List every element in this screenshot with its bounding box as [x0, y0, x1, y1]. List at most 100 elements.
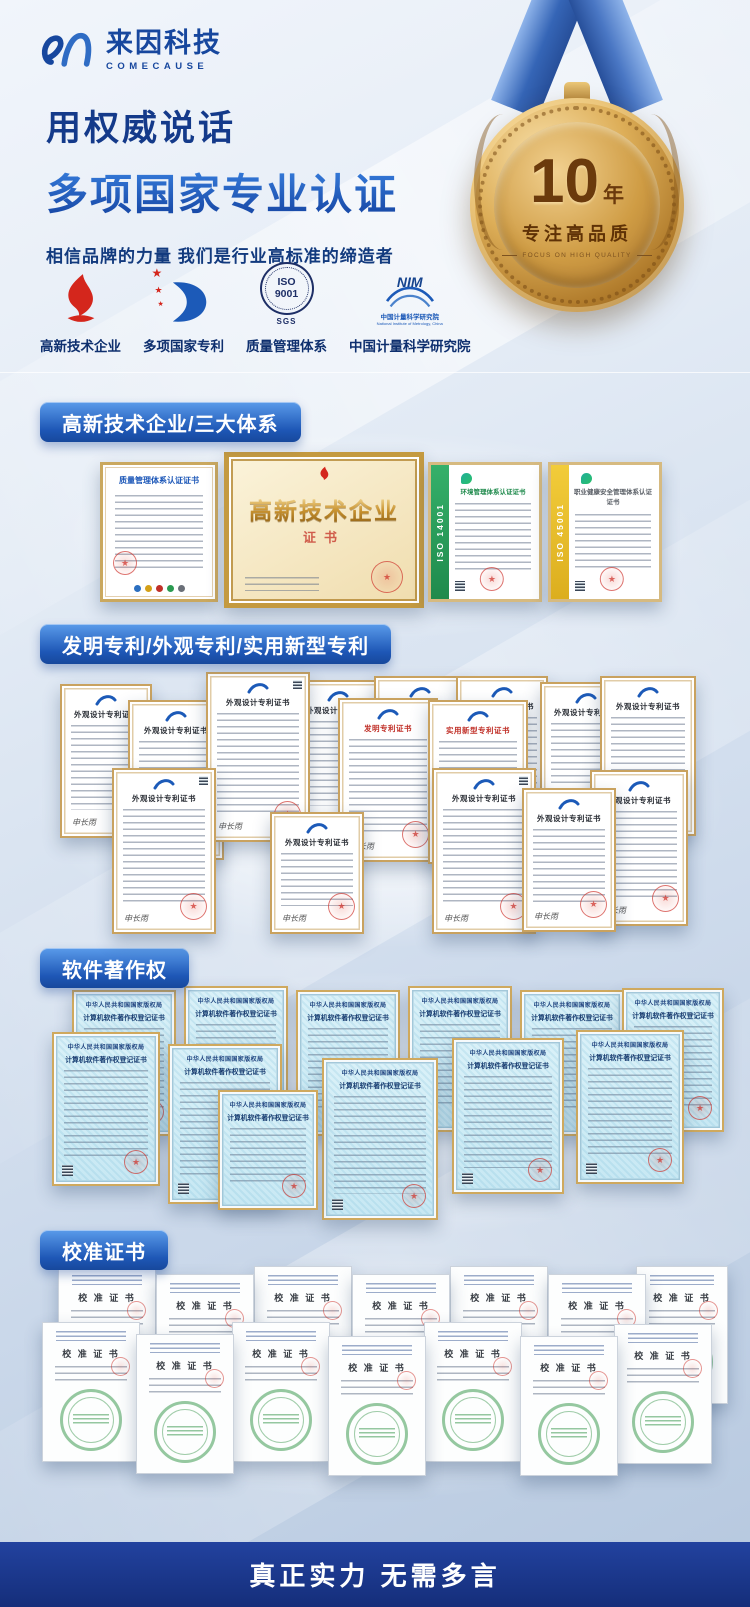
nim-green-watermark-icon — [346, 1403, 408, 1465]
medal-caption-en: FOCUS ON HIGH QUALITY — [502, 252, 651, 259]
qr-code — [575, 581, 585, 591]
cnipa-logo-icon — [94, 693, 118, 706]
nim-green-watermark-icon — [632, 1391, 694, 1453]
certificate-title: 质量管理体系认证证书 — [119, 476, 199, 485]
red-seal-icon — [652, 885, 679, 912]
certificate-title: 外观设计专利证书 — [132, 794, 196, 803]
nim-word: NIM — [396, 274, 423, 290]
certificate-header — [150, 1343, 220, 1353]
red-seal-icon — [282, 1174, 306, 1198]
certificate-header: 中华人民共和国国家版权局 — [67, 1045, 145, 1051]
qr-code — [178, 1183, 189, 1194]
signature: 申长雨 — [534, 912, 558, 921]
red-seal-icon — [599, 567, 624, 591]
certificate-body — [334, 1096, 426, 1194]
certificate-title: 计算机软件著作权登记证书 — [184, 1069, 266, 1076]
nim-chinese: 中国计量科学研究院 — [380, 314, 440, 321]
iso-number: 9001 — [274, 287, 299, 300]
certificate-body — [64, 1070, 148, 1160]
certificate-title: 高新技术企业 — [249, 492, 399, 526]
cnipa-logo-icon — [466, 709, 490, 722]
calibration-certificate: 校 准 证 书 — [328, 1336, 426, 1476]
red-seal-icon — [397, 1371, 416, 1390]
certificate-title: 计算机软件著作权登记证书 — [419, 1011, 501, 1018]
section-title-hitech: 高新技术企业/三大体系 — [40, 402, 301, 442]
cnipa-logo-icon — [305, 821, 329, 834]
medal-disc: 10 年 专注高品质 FOCUS ON HIGH QUALITY — [470, 98, 684, 312]
accreditation-badges: 高新技术企业 多项国家专利 ISO 9001 SGS 质量管理体系 — [40, 262, 471, 355]
iso45001-certificate: ISO 45001 职业健康安全管理体系认证证书 — [548, 462, 662, 602]
calibration-certificate: 校 准 证 书 — [520, 1336, 618, 1476]
certificate-title: 外观设计专利证书 — [285, 838, 349, 847]
iso45001-band: ISO 45001 — [551, 465, 569, 599]
qr-code — [199, 776, 208, 785]
red-seal-icon — [323, 1301, 342, 1320]
red-seal-icon — [493, 1357, 512, 1376]
red-seal-icon — [688, 1096, 712, 1120]
sgs-label: SGS — [276, 317, 297, 326]
patent-stars-icon — [158, 262, 210, 326]
certificate-header — [268, 1275, 338, 1285]
red-seal-icon — [124, 1150, 148, 1174]
certificate-body — [217, 713, 299, 814]
certificate-title: 计算机软件著作权登记证书 — [589, 1055, 671, 1062]
certificate-body — [443, 809, 525, 906]
hero: 用权威说话 多项国家专业认证 相信品牌的力量 我们是行业高标准的缔造者 — [46, 100, 398, 267]
certificate-header: 中华人民共和国国家版权局 — [229, 1103, 307, 1109]
patent-certificate: 外观设计专利证书 申长雨 — [270, 812, 364, 934]
nim-green-watermark-icon — [154, 1401, 216, 1463]
band-text: ISO 14001 — [435, 502, 445, 562]
red-seal-icon — [301, 1357, 320, 1376]
certificate-header: 中华人民共和国国家版权局 — [341, 1071, 419, 1077]
certificate-title: 环境管理体系认证证书 — [460, 489, 526, 496]
red-seal-icon — [699, 1301, 718, 1320]
certificate-title: 计算机软件著作权登记证书 — [307, 1015, 389, 1022]
cnipa-logo-icon — [408, 685, 432, 698]
certificate-header: 中华人民共和国国家版权局 — [591, 1043, 669, 1049]
iso9001-icon: ISO 9001 SGS — [259, 262, 314, 326]
footer-banner: 真正实力 无需多言 — [0, 1542, 750, 1607]
cnipa-logo-icon — [636, 685, 660, 698]
certificate-header: 中华人民共和国国家版权局 — [85, 1003, 163, 1009]
medal-number: 10 — [530, 147, 599, 216]
certificate-body — [123, 809, 205, 906]
brand-logo-icon — [38, 24, 96, 77]
nim-green-watermark-icon — [442, 1389, 504, 1451]
certificate-header: 中华人民共和国国家版权局 — [634, 1001, 712, 1007]
gold-medal: 10 年 专注高品质 FOCUS ON HIGH QUALITY — [452, 0, 707, 345]
hitech-enterprise-certificate: 高新技术企业 证书 — [224, 452, 424, 608]
brand-name: 来因科技 — [106, 27, 222, 58]
certificate-title: 计算机软件著作权登记证书 — [531, 1015, 613, 1022]
red-seal-icon — [371, 561, 403, 593]
iso9001-ring: ISO 9001 — [259, 262, 314, 315]
certificate-title: 计算机软件著作权登记证书 — [467, 1063, 549, 1070]
signature: 申长雨 — [218, 822, 242, 831]
software-copyright-certificate: 中华人民共和国国家版权局 计算机软件著作权登记证书 — [452, 1038, 564, 1194]
red-seal-icon — [127, 1301, 146, 1320]
cnipa-logo-icon — [376, 707, 400, 720]
section-title-software: 软件著作权 — [40, 948, 189, 988]
certificate-title: 计算机软件著作权登记证书 — [339, 1083, 421, 1090]
certificate-body — [455, 503, 531, 571]
badge-label: 质量管理体系 — [246, 339, 327, 354]
hero-title-1: 用权威说话 — [46, 109, 237, 148]
section-title-calibration: 校准证书 — [40, 1230, 168, 1270]
cnipa-logo-icon — [627, 779, 651, 792]
certificate-header — [628, 1333, 698, 1343]
software-copyright-certificate: 中华人民共和国国家版权局 计算机软件著作权登记证书 — [52, 1032, 160, 1186]
certificate-header — [464, 1275, 534, 1285]
certificate-body — [588, 1068, 672, 1158]
quality-system-certificate: 质量管理体系认证证书 — [100, 462, 218, 602]
red-seal-icon — [328, 893, 355, 920]
signature: 申长雨 — [444, 914, 468, 923]
brand-subtitle: COMECAUSE — [106, 60, 209, 72]
red-stars-icon — [152, 264, 172, 314]
badge-label: 多项国家专利 — [143, 339, 224, 354]
badge-label: 高新技术企业 — [40, 339, 121, 354]
cnipa-logo-icon — [490, 685, 514, 698]
iso-text: ISO — [277, 276, 296, 289]
cnipa-logo-icon — [152, 777, 176, 790]
cnipa-logo-icon — [574, 691, 598, 704]
nim-green-watermark-icon — [250, 1389, 312, 1451]
